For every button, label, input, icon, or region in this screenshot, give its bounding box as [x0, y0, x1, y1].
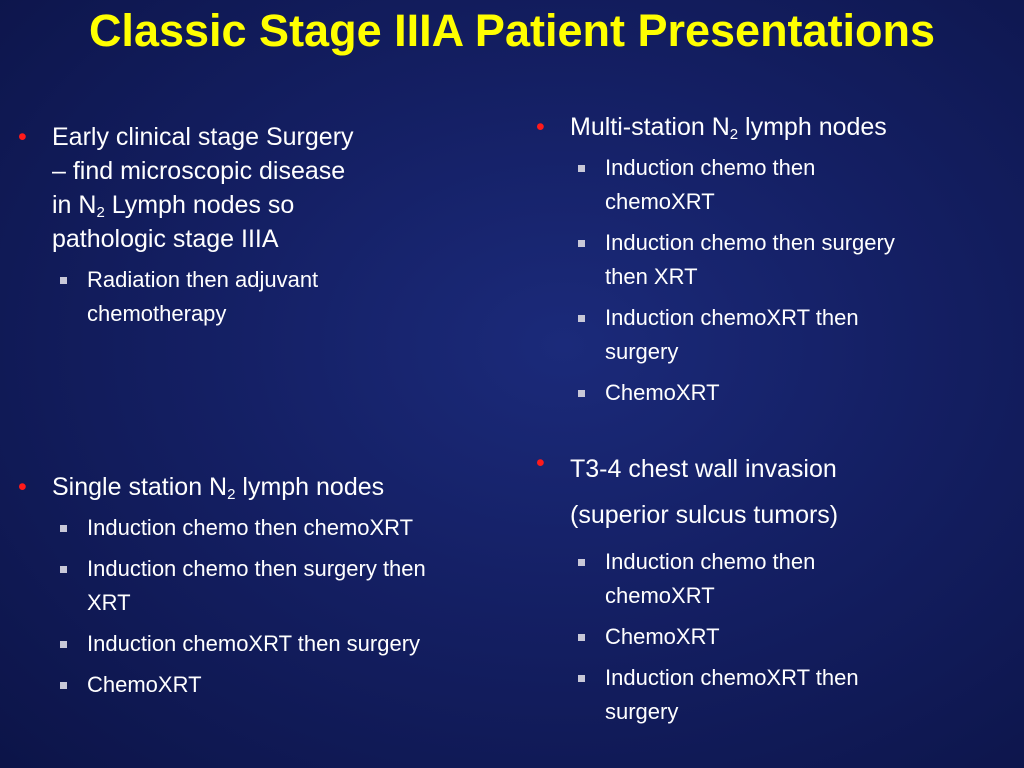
bullet-line: Multi-station N2 lymph nodes	[570, 110, 1006, 144]
sub-item-line: Induction chemo then surgery then	[87, 556, 426, 581]
right-bottom-section: • T3-4 chest wall invasion (superior sul…	[536, 446, 1006, 729]
sub-item-line: ChemoXRT	[87, 672, 202, 697]
text-fragment: lymph nodes	[235, 473, 385, 501]
sub-item: Radiation then adjuvant chemotherapy	[53, 263, 458, 331]
sub-item-line: Induction chemoXRT then	[605, 305, 859, 330]
text-fragment: Multi-station N	[570, 113, 730, 141]
sub-item: Induction chemo then chemoXRT	[571, 151, 1006, 219]
sub-item-line: chemotherapy	[87, 301, 227, 326]
square-bullet-icon	[578, 315, 585, 322]
text-fragment: Single station N	[52, 473, 228, 501]
square-bullet-icon	[578, 390, 585, 397]
square-bullet-icon	[60, 525, 67, 532]
bullet-line: Single station N2 lymph nodes	[52, 470, 538, 504]
bullet-dot-icon: •	[18, 473, 27, 501]
bullet-line: – find microscopic disease	[52, 157, 346, 185]
sub-item: ChemoXRT	[571, 376, 1006, 410]
subscript: 2	[96, 204, 105, 221]
bullet-dot-icon: •	[536, 449, 545, 477]
text-fragment: Lymph nodes so	[104, 191, 295, 219]
left-bottom-section: • Single station N2 lymph nodes Inductio…	[18, 470, 538, 702]
sub-item-line: Induction chemoXRT then	[605, 665, 859, 690]
bullet-dot-icon: •	[536, 113, 545, 141]
sub-item-line: Induction chemo then	[605, 549, 816, 574]
sub-list: Induction chemo then chemoXRT Induction …	[571, 151, 1006, 410]
square-bullet-icon	[578, 559, 585, 566]
sub-list: Induction chemo then chemoXRT Induction …	[53, 511, 538, 702]
sub-item-line: XRT	[87, 590, 131, 615]
left-top-section: • Early clinical stage Surgery – find mi…	[18, 120, 458, 331]
subscript: 2	[729, 126, 739, 143]
square-bullet-icon	[578, 240, 585, 247]
sub-item-line: Induction chemo then surgery	[605, 230, 895, 255]
subscript: 2	[227, 486, 236, 503]
bullet-single-station: • Single station N2 lymph nodes	[18, 470, 538, 504]
sub-item: Induction chemoXRT then surgery	[571, 661, 1006, 729]
sub-item-line: chemoXRT	[605, 583, 715, 608]
bullet-t3-4-chest-wall: • T3-4 chest wall invasion (superior sul…	[536, 446, 1006, 538]
right-top-section: • Multi-station N2 lymph nodes Induction…	[536, 110, 1006, 410]
bullet-line: Early clinical stage Surgery	[52, 123, 354, 151]
sub-item: Induction chemoXRT then surgery	[53, 627, 538, 661]
bullet-early-clinical-stage: • Early clinical stage Surgery – find mi…	[18, 120, 458, 256]
sub-item-line: Radiation then adjuvant	[87, 267, 319, 292]
square-bullet-icon	[60, 641, 67, 648]
square-bullet-icon	[578, 634, 585, 641]
bullet-line: pathologic stage IIIA	[52, 225, 279, 253]
sub-list: Induction chemo then chemoXRT ChemoXRT I…	[571, 545, 1006, 729]
sub-item: Induction chemo then chemoXRT	[571, 545, 1006, 613]
bullet-multi-station: • Multi-station N2 lymph nodes	[536, 110, 1006, 144]
square-bullet-icon	[578, 165, 585, 172]
sub-item: ChemoXRT	[571, 620, 1006, 654]
square-bullet-icon	[60, 277, 67, 284]
sub-item: ChemoXRT	[53, 668, 538, 702]
sub-item-line: Induction chemo then chemoXRT	[87, 515, 414, 540]
sub-item: Induction chemo then chemoXRT	[53, 511, 538, 545]
sub-item-line: Induction chemoXRT then surgery	[87, 631, 421, 656]
square-bullet-icon	[578, 675, 585, 682]
square-bullet-icon	[60, 566, 67, 573]
sub-item: Induction chemoXRT then surgery	[571, 301, 1006, 369]
bullet-dot-icon: •	[18, 123, 27, 151]
sub-item-line: surgery	[605, 339, 679, 364]
slide-title: Classic Stage IIIA Patient Presentations	[88, 5, 936, 56]
sub-list: Radiation then adjuvant chemotherapy	[53, 263, 458, 331]
bullet-line: (superior sulcus tumors)	[570, 501, 839, 529]
sub-item-line: surgery	[605, 699, 679, 724]
bullet-line: in N2 Lymph nodes so	[52, 188, 458, 222]
sub-item-line: chemoXRT	[605, 189, 715, 214]
sub-item-line: then XRT	[605, 264, 698, 289]
text-fragment: lymph nodes	[738, 113, 887, 141]
bullet-line: T3-4 chest wall invasion	[570, 455, 837, 483]
sub-item-line: ChemoXRT	[605, 624, 720, 649]
sub-item-line: ChemoXRT	[605, 380, 720, 405]
sub-item: Induction chemo then surgery then XRT	[53, 552, 538, 620]
square-bullet-icon	[60, 682, 67, 689]
sub-item-line: Induction chemo then	[605, 155, 816, 180]
text-fragment: in N	[52, 191, 97, 219]
sub-item: Induction chemo then surgery then XRT	[571, 226, 1006, 294]
